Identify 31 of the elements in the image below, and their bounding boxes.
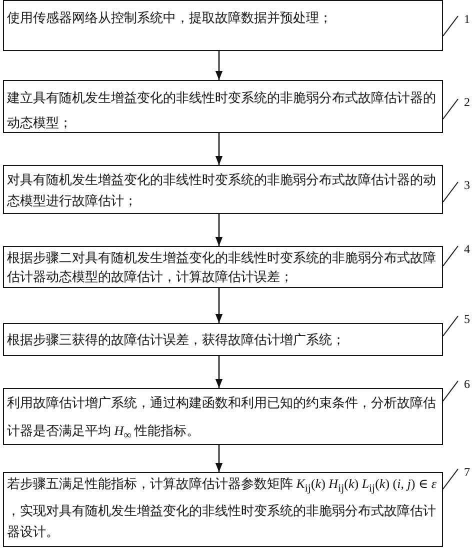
process-box	[3, 80, 443, 133]
step-text: 根据步骤三获得的故障估计误差，获得故障估计增广系统；	[7, 331, 346, 349]
leader-line	[442, 182, 458, 202]
leader-line	[442, 316, 458, 336]
leader-line	[442, 246, 458, 266]
arrow	[215, 356, 223, 388]
process-box	[3, 0, 443, 51]
arrow	[215, 445, 223, 472]
arrow	[215, 133, 223, 165]
callout-number: 4	[461, 242, 473, 258]
step-text: 根据步骤二对具有随机发生增益变化的非线性时变系统的非脆弱分布式故障估计器动态模型的故障估计，计算故障估计误差；	[7, 249, 437, 286]
leader-line	[442, 98, 458, 120]
step-text: 建立具有随机发生增益变化的非线性时变系统的非脆弱分布式故障估计器的动态模型；	[7, 89, 437, 132]
callout-number: 7	[461, 465, 473, 481]
step-text: 使用传感器网络从控制系统中，提取故障数据并预处理；	[7, 9, 333, 27]
leader-line	[442, 380, 458, 402]
callout-number: 2	[461, 95, 473, 111]
step-text: 利用故障估计增广系统，通过构建函数和利用已知的约束条件，分析故障估计器是否满足平均 H$_{∞}$ 性能指标。	[7, 394, 437, 444]
step-text: 若步骤五满足性能指标，计算故障估计器参数矩阵 K$_{ij}$(k) H$_{ij}$(k) L$_{ij}$(k) (i, j) ∈ ε ，实现对具有随机发生增益变化的非线性时变系统的非脆弱分布式故障估计器设计。	[7, 475, 438, 541]
arrow	[215, 214, 223, 246]
process-box	[3, 165, 443, 214]
leader-line	[442, 468, 458, 490]
arrow	[215, 51, 223, 80]
callout-number: 1	[461, 12, 473, 28]
callout-number: 6	[461, 377, 473, 393]
arrow	[215, 288, 223, 323]
step-text: 对具有随机发生增益变化的非线性时变系统的非脆弱分布式故障估计器的动态模型进行故障估计；	[7, 171, 437, 210]
callout-number: 3	[461, 178, 473, 194]
leader-line	[442, 16, 458, 36]
process-box	[3, 323, 443, 356]
callout-number: 5	[461, 312, 473, 328]
